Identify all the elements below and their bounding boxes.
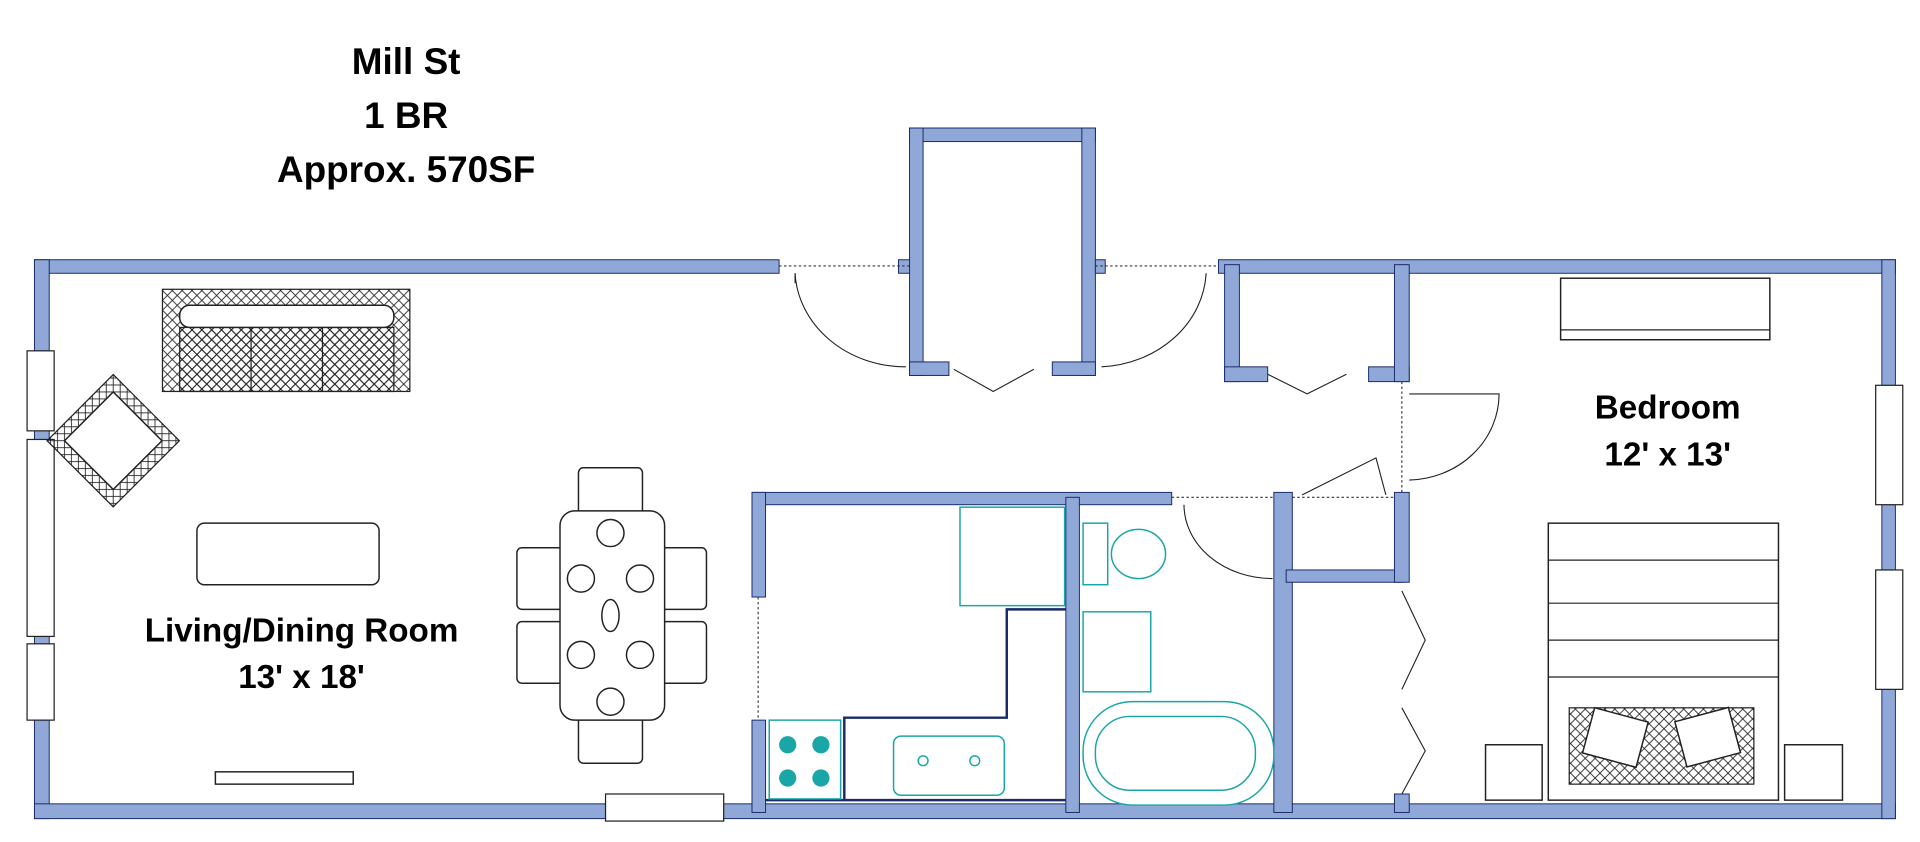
doors bbox=[757, 265, 1500, 795]
room-dimensions-living: 13' x 18' bbox=[238, 659, 365, 696]
armchair bbox=[46, 373, 181, 508]
windows bbox=[26, 350, 1904, 822]
title-street: Mill St bbox=[352, 41, 461, 82]
sofa bbox=[161, 288, 411, 393]
dining-table bbox=[516, 467, 708, 764]
bed bbox=[1547, 522, 1780, 801]
interior-walls bbox=[751, 264, 1410, 813]
room-dimensions-bedroom: 12' x 13' bbox=[1604, 436, 1731, 473]
entry-closet-walls bbox=[897, 127, 1106, 376]
title-unit-type: 1 BR bbox=[364, 95, 448, 136]
dresser bbox=[1559, 277, 1771, 341]
title-area: Approx. 570SF bbox=[277, 149, 535, 190]
nightstand-right bbox=[1783, 744, 1844, 801]
nightstand-left bbox=[1484, 744, 1543, 801]
tv-stand bbox=[214, 771, 354, 785]
bathroom bbox=[1082, 522, 1275, 806]
kitchen bbox=[765, 506, 1066, 802]
room-name-living: Living/Dining Room bbox=[145, 612, 459, 649]
room-name-bedroom: Bedroom bbox=[1595, 390, 1741, 427]
coffee-table bbox=[196, 522, 380, 586]
